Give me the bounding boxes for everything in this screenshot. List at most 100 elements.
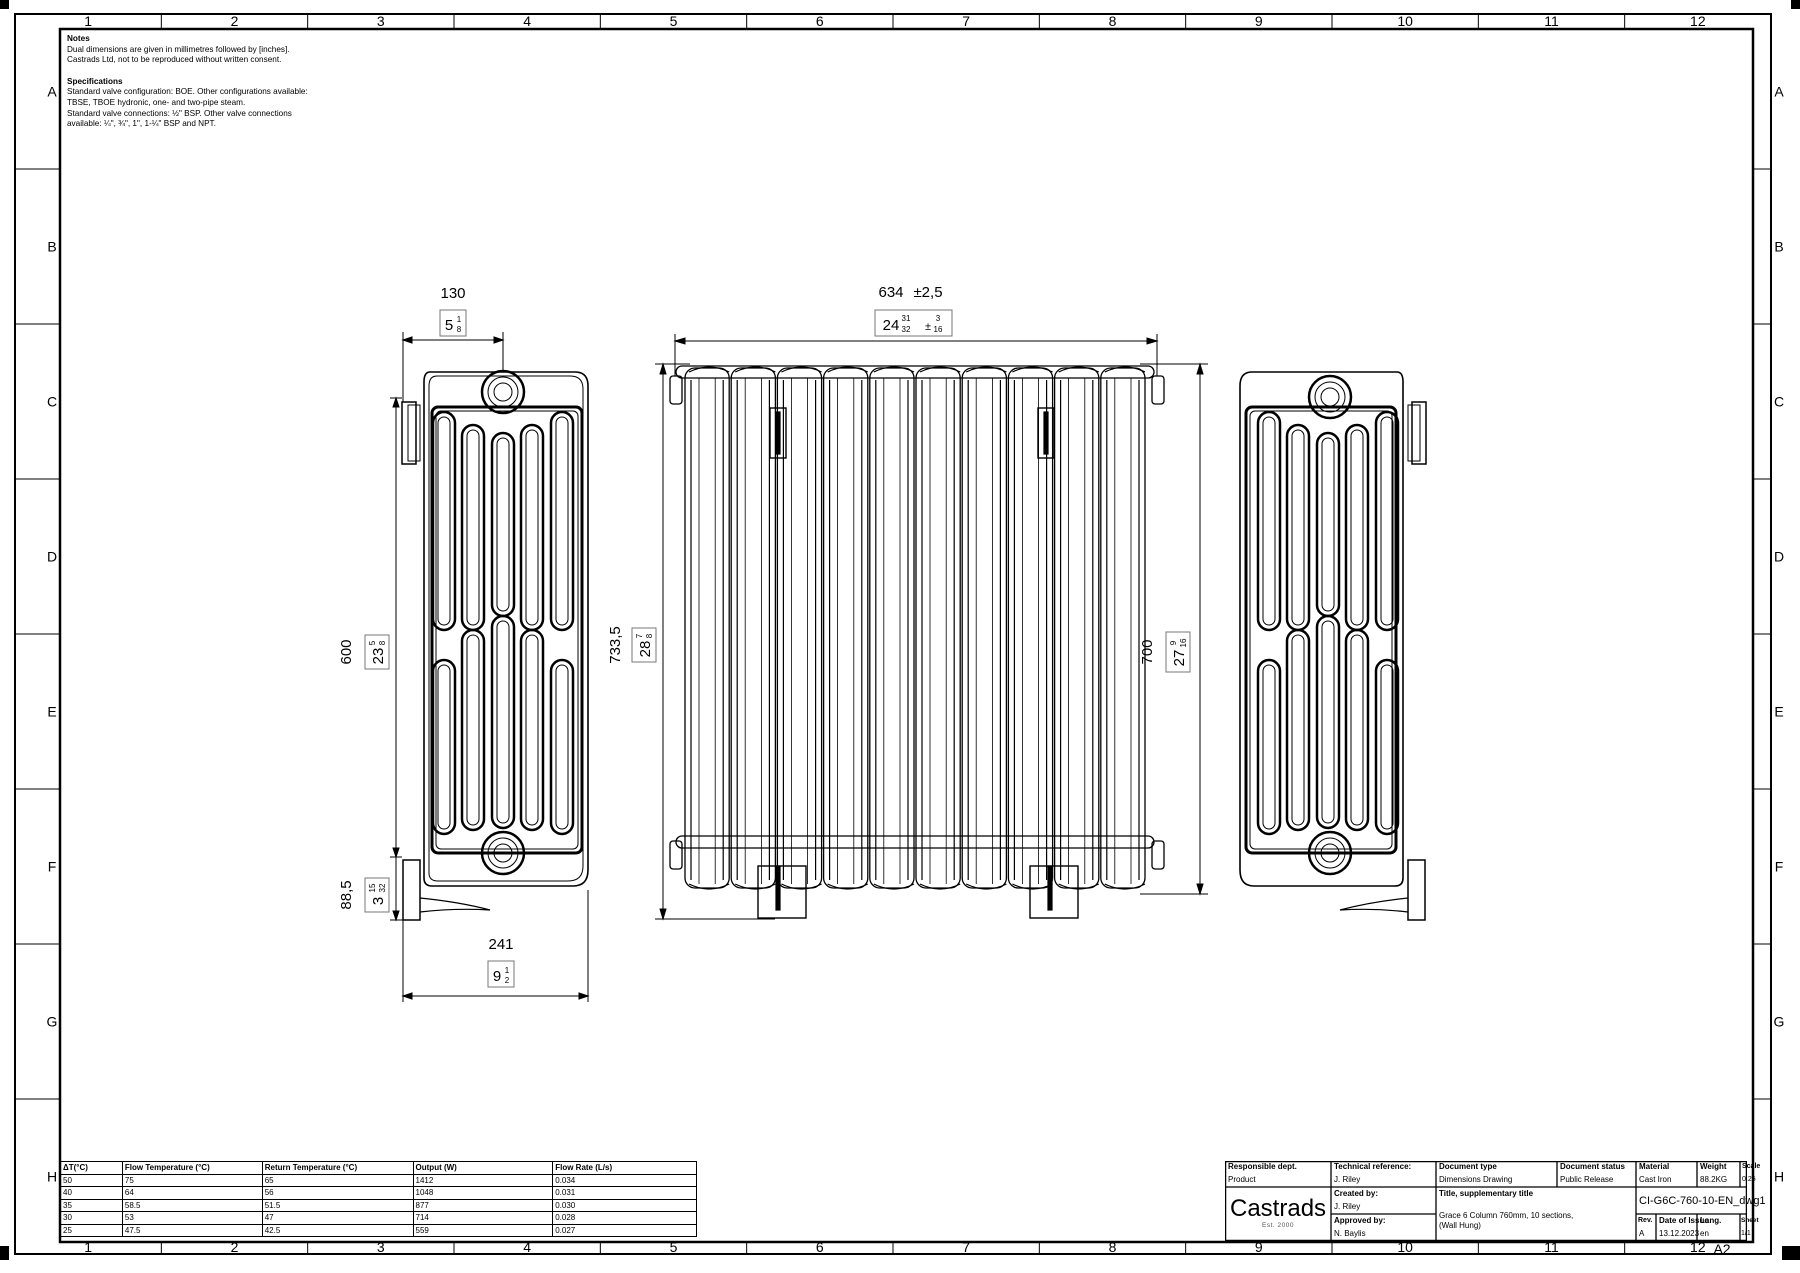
dim-floor: 88,5 3 15 32 — [338, 877, 390, 913]
table-cell: 559 — [412, 1223, 554, 1237]
left-view-dimensions — [390, 332, 590, 1002]
table-cell: 25 — [60, 1223, 123, 1237]
table-header: Output (W) — [412, 1161, 554, 1175]
title-line-2: (Wall Hung) — [1439, 1221, 1481, 1230]
grid-row-label: A — [47, 84, 57, 100]
dim-depth-bottom-in-num: 1 — [505, 966, 510, 975]
logo-name: Castrads — [1230, 1195, 1327, 1222]
grid-column-label: 5 — [670, 13, 678, 29]
corner-mark — [0, 0, 9, 9]
dim-depth-top-mm: 130 — [440, 285, 465, 302]
table-cell: 75 — [121, 1173, 263, 1187]
dim-centres: 600 23 5 8 — [338, 634, 390, 670]
title-block: Responsible dept. Product Technical refe… — [1225, 1161, 1766, 1241]
responsible-dept-label: Responsible dept. — [1228, 1162, 1297, 1171]
bottom-manifold — [675, 835, 1155, 849]
radiator-section — [915, 366, 961, 890]
table-cell: 47.5 — [121, 1223, 263, 1237]
dim-centres-mm: 600 — [338, 639, 355, 664]
grid-column-label: 2 — [231, 1239, 239, 1255]
dim-width-in-num: 31 — [902, 314, 911, 323]
grid-column-label: 6 — [816, 13, 824, 29]
table-header-row: ΔT(°C) Flow Temperature (°C) Return Temp… — [60, 1161, 697, 1175]
wall-bracket — [1029, 865, 1079, 919]
document-status-label: Document status — [1560, 1162, 1625, 1171]
lang-label: Lang. — [1700, 1216, 1722, 1225]
grid-row-label: E — [47, 704, 56, 720]
dim-depth-bottom: 241 9 1 2 — [487, 936, 515, 988]
responsible-dept-value: Product — [1228, 1175, 1256, 1184]
dim-width-tol-in-den: 16 — [934, 325, 943, 334]
weight-value: 88.2KG — [1700, 1175, 1728, 1184]
dim-width: 634 ±2,5 24 31 32 ± 3 16 — [874, 284, 953, 337]
table-cell: 65 — [261, 1173, 414, 1187]
grid-reference-marks — [15, 14, 1771, 1254]
grid-column-label: 10 — [1397, 13, 1413, 29]
title-block-grid — [1225, 1161, 1747, 1241]
sheet-label: Sheet — [1741, 1217, 1759, 1224]
lang-value: en — [1700, 1229, 1709, 1238]
dim-width-in-den: 32 — [902, 325, 911, 334]
material-label: Material — [1639, 1162, 1670, 1171]
grid-column-label: 4 — [523, 13, 531, 29]
radiator-section — [822, 366, 869, 890]
dim-depth-top-in-den: 8 — [457, 325, 462, 334]
grid-column-label: 7 — [962, 13, 970, 29]
end-bush — [1151, 840, 1165, 870]
specifications-line: Standard valve configuration: BOE. Other… — [67, 87, 308, 97]
grid-column-label: 8 — [1109, 1239, 1117, 1255]
sheet-size-label: A2 — [1713, 1241, 1730, 1257]
grid-column-label: 9 — [1255, 1239, 1263, 1255]
specifications-line: Standard valve connections: ½" BSP. Othe… — [67, 108, 292, 118]
dim-floor-in-whole: 3 — [370, 897, 387, 905]
drawing-number: CI-G6C-760-10-EN_dwg1 — [1639, 1195, 1766, 1207]
end-bush — [1151, 375, 1165, 405]
front-view-dimensions — [655, 334, 1208, 921]
specifications-heading: Specifications — [67, 76, 123, 86]
dim-floor-mm: 88,5 — [338, 880, 355, 909]
scale-value: 0.25 — [1742, 1176, 1756, 1183]
grid-column-label: 5 — [670, 1239, 678, 1255]
table-cell: 56 — [261, 1186, 414, 1200]
radiator-section — [869, 366, 915, 890]
material-value: Cast Iron — [1639, 1175, 1672, 1184]
table-cell: 42.5 — [261, 1223, 414, 1237]
performance-table: ΔT(°C) Flow Temperature (°C) Return Temp… — [60, 1161, 697, 1237]
outer-border — [14, 13, 1772, 1255]
table-cell: 58.5 — [121, 1198, 263, 1212]
table-cell: 30 — [60, 1211, 123, 1225]
table-cell: 40 — [60, 1186, 123, 1200]
table-header: ΔT(°C) — [60, 1161, 123, 1175]
radiator-section — [1100, 366, 1146, 890]
grid-row-label: B — [1774, 239, 1783, 255]
grid-column-label: 1 — [84, 1239, 92, 1255]
grid-row-label: C — [1774, 394, 1784, 410]
date-value: 13.12.2023 — [1659, 1229, 1700, 1238]
grid-column-label: 12 — [1690, 1239, 1706, 1255]
date-label: Date of Issue — [1659, 1216, 1709, 1225]
scale-label: Scale — [1742, 1163, 1761, 1170]
radiator-section — [730, 366, 777, 890]
table-cell: 1048 — [412, 1186, 554, 1200]
dim-width-mm: 634 — [878, 284, 903, 301]
sheet-value: 1/1 — [1741, 1230, 1751, 1237]
table-cell: 47 — [261, 1211, 414, 1225]
dim-overall-height-in-den: 8 — [645, 633, 654, 638]
table-cell: 50 — [60, 1173, 123, 1187]
table-row: 35 58.5 51.5 877 0.030 — [60, 1198, 697, 1212]
dim-depth-bottom-in-whole: 9 — [493, 968, 501, 985]
table-cell: 877 — [412, 1198, 554, 1212]
table-cell: 0.031 — [552, 1186, 697, 1200]
dim-width-in-whole: 24 — [883, 317, 900, 334]
bracket-bolt — [1043, 411, 1049, 455]
specifications-line: TBSE, TBOE hydronic, one- and two-pipe s… — [67, 97, 246, 107]
dim-width-tol: ±2,5 — [913, 284, 942, 301]
rev-value: A — [1639, 1229, 1645, 1238]
grid-column-label: 3 — [377, 1239, 385, 1255]
radiator-section — [961, 366, 1008, 890]
table-row: 40 64 56 1048 0.031 — [60, 1186, 697, 1200]
table-cell: 35 — [60, 1198, 123, 1212]
left-end-view — [401, 369, 589, 921]
grid-row-label: F — [1775, 859, 1784, 875]
